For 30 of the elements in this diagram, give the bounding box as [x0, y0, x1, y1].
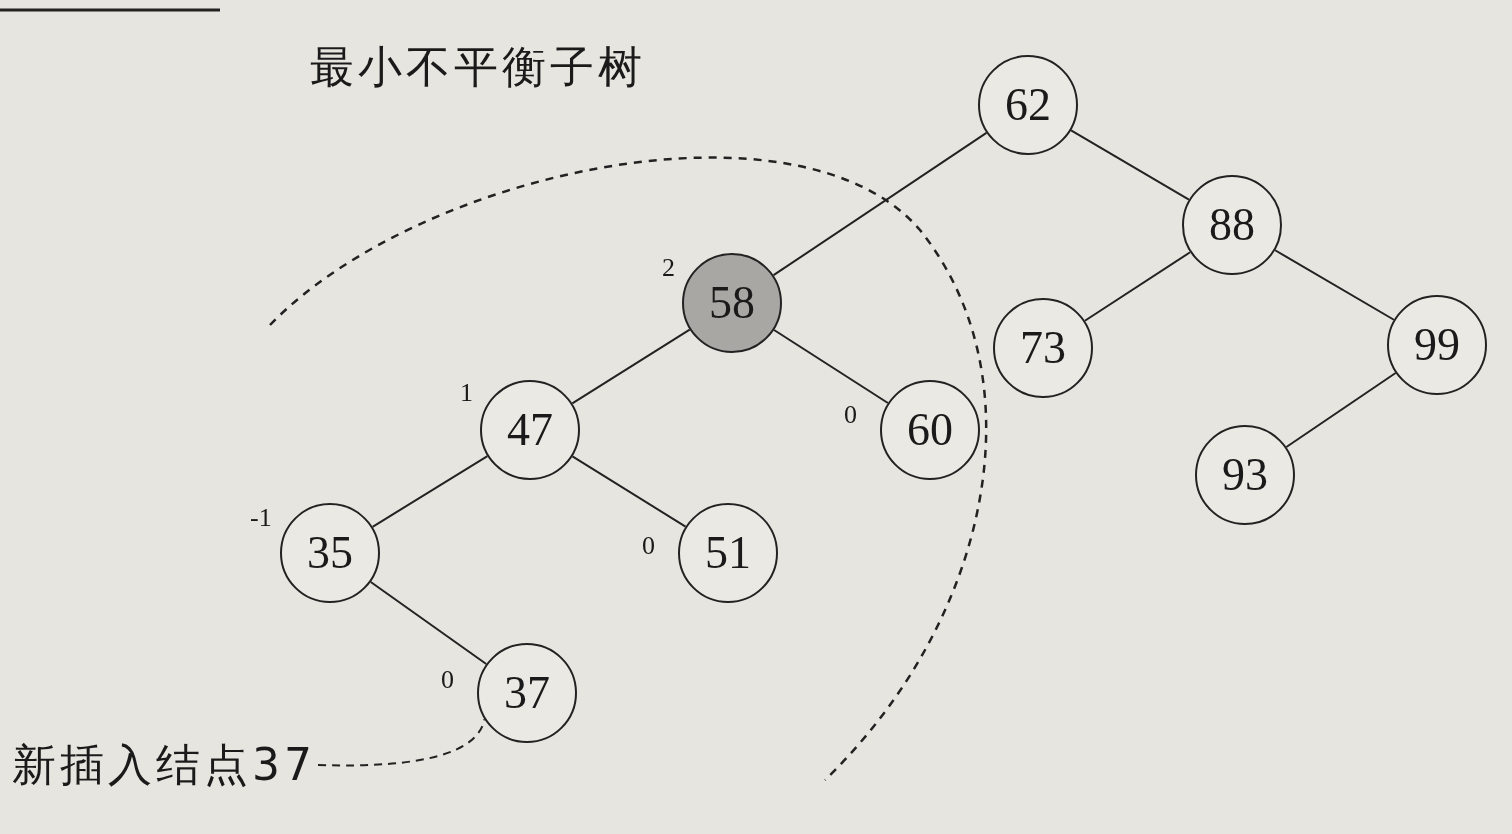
- leader-line: [317, 718, 486, 767]
- tree-edge: [371, 455, 489, 528]
- subtree-caption: 最小不平衡子树: [310, 45, 646, 89]
- balance-factor: 2: [662, 255, 675, 281]
- tree-edge: [773, 329, 889, 404]
- tree-edge: [1274, 249, 1395, 321]
- balance-factor: 0: [441, 667, 454, 693]
- tree-edge: [369, 580, 488, 666]
- balance-factor: 0: [844, 402, 857, 428]
- node-key: 99: [1414, 322, 1460, 368]
- node-key: 93: [1222, 452, 1268, 498]
- node-key: 51: [705, 530, 751, 576]
- balance-factor: -1: [250, 505, 272, 531]
- node-key: 58: [709, 280, 755, 326]
- tree-edge: [1083, 251, 1192, 322]
- tree-edge: [1070, 129, 1190, 201]
- node-key: 73: [1020, 325, 1066, 371]
- tree-edge: [571, 328, 691, 405]
- tree-edge: [772, 131, 988, 277]
- node-key: 62: [1005, 82, 1051, 128]
- tree-edge: [571, 455, 687, 528]
- node-key: 60: [907, 407, 953, 453]
- node-key: 37: [504, 670, 550, 716]
- balance-factor: 1: [460, 380, 473, 406]
- node-key: 47: [507, 407, 553, 453]
- balance-factor: 0: [642, 533, 655, 559]
- node-key: 35: [307, 530, 353, 576]
- annotation-text: 新插入结点37: [12, 743, 316, 787]
- tree-edge: [1285, 372, 1397, 448]
- node-key: 88: [1209, 202, 1255, 248]
